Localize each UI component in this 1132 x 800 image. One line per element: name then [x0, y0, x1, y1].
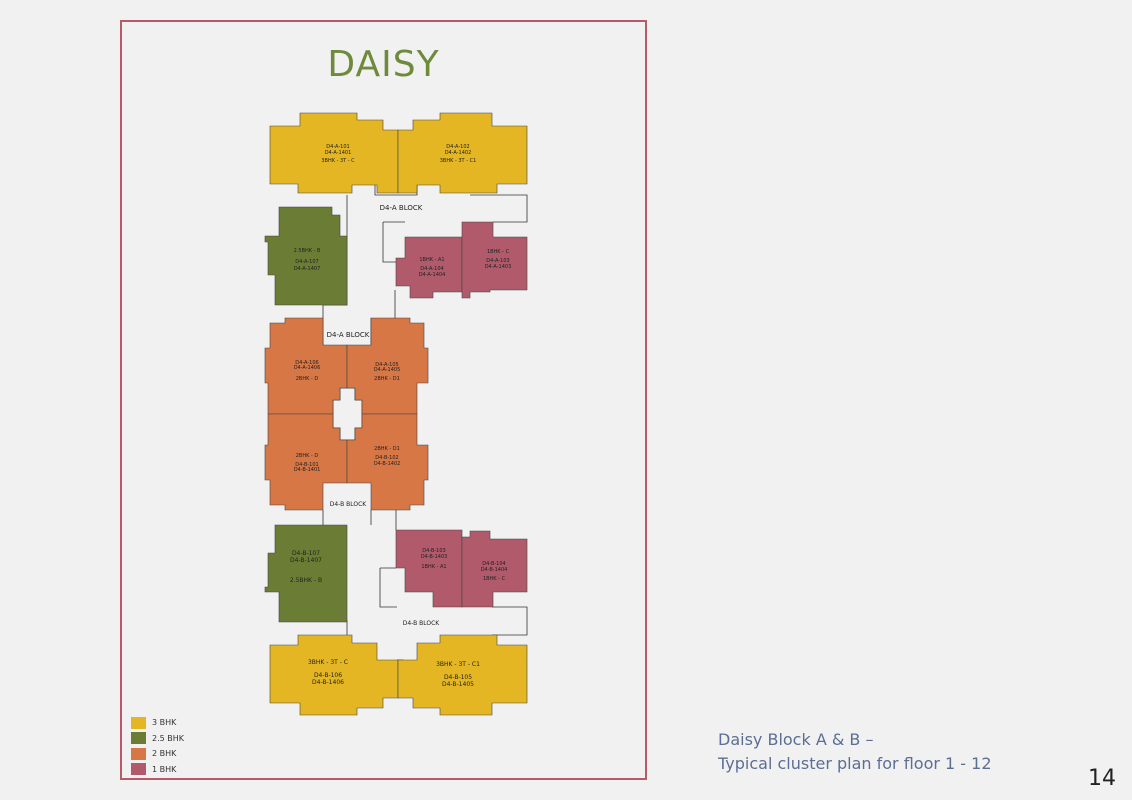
unit-d4-b-106[interactable]: [269, 634, 399, 716]
unit-label-a102: D4-A-102 D4-A-1402 3BHK - 3T - C1: [440, 144, 477, 164]
unit-label-b103: D4-B-103 D4-B-1403 1BHK - A1: [421, 548, 448, 570]
block-label-b-mid: D4-B BLOCK: [330, 501, 368, 508]
legend-item-3bhk: 3 BHK: [131, 715, 184, 731]
svg-text:3BHK - 3T - C: 3BHK - 3T - C: [308, 659, 348, 666]
svg-text:D4-A-1402: D4-A-1402: [445, 150, 472, 156]
svg-text:D4-A-101: D4-A-101: [326, 144, 349, 150]
block-label-a-mid: D4-A BLOCK: [327, 331, 370, 339]
svg-text:1BHK - A1: 1BHK - A1: [421, 564, 446, 570]
svg-text:D4-A-1404: D4-A-1404: [419, 272, 446, 278]
svg-text:2BHK - D: 2BHK - D: [296, 453, 319, 459]
plan-title: DAISY: [327, 44, 440, 85]
unit-label-b107: D4-B-107 D4-B-1407 2.5BHK - B: [290, 550, 322, 584]
svg-text:D4-A-104: D4-A-104: [420, 266, 443, 272]
unit-label-b102: 2BHK - D1 D4-B-102 D4-B-1402: [374, 446, 401, 467]
svg-text:1BHK - C: 1BHK - C: [487, 249, 510, 255]
svg-text:D4-A-1401: D4-A-1401: [325, 150, 352, 156]
unit-d4-a-103[interactable]: [461, 221, 528, 299]
unit-d4-a-102[interactable]: [397, 112, 528, 194]
unit-d4-b-105[interactable]: [397, 634, 528, 716]
legend-swatch: [131, 763, 146, 776]
svg-text:2.5BHK - B: 2.5BHK - B: [294, 248, 321, 254]
unit-label-a107: 2.5BHK - B D4-A-107 D4-A-1407: [294, 248, 321, 272]
legend-item-2-5bhk: 2.5 BHK: [131, 731, 184, 747]
svg-text:3BHK - 3T - C: 3BHK - 3T - C: [321, 158, 355, 164]
unit-label-b105: 3BHK - 3T - C1 D4-B-105 D4-B-1405: [436, 661, 480, 688]
unit-label-a103: 1BHK - C D4-A-103 D4-A-1403: [485, 249, 512, 270]
unit-label-a105: D4-A-105 D4-A-1405 2BHK - D1: [374, 362, 401, 382]
svg-text:2BHK - D1: 2BHK - D1: [374, 446, 400, 452]
svg-text:D4-B-104: D4-B-104: [482, 561, 505, 567]
svg-text:D4-B-107: D4-B-107: [292, 550, 320, 557]
svg-text:D4-B-1401: D4-B-1401: [294, 467, 321, 473]
svg-text:2.5BHK - B: 2.5BHK - B: [290, 577, 322, 584]
unit-label-a106: D4-A-106 D4-A-1406 2BHK - D: [294, 360, 321, 382]
svg-text:D4-A-1407: D4-A-1407: [294, 266, 321, 272]
unit-label-a101: D4-A-101 D4-A-1401 3BHK - 3T - C: [321, 144, 355, 164]
legend-item-1bhk: 1 BHK: [131, 762, 184, 778]
unit-d4-b-102[interactable]: [346, 413, 429, 511]
svg-text:D4-B-1402: D4-B-1402: [374, 461, 401, 467]
caption: Daisy Block A & B – Typical cluster plan…: [718, 728, 992, 776]
legend: 3 BHK 2.5 BHK 2 BHK 1 BHK: [131, 715, 184, 777]
svg-text:3BHK - 3T - C1: 3BHK - 3T - C1: [436, 661, 480, 668]
svg-text:D4-A-106: D4-A-106: [295, 360, 318, 366]
svg-text:D4-B-105: D4-B-105: [444, 674, 472, 681]
svg-text:2BHK - D: 2BHK - D: [296, 376, 319, 382]
block-label-a-top: D4-A BLOCK: [380, 204, 423, 212]
caption-line-1: Daisy Block A & B –: [718, 730, 874, 749]
unit-d4-a-106[interactable]: [264, 317, 348, 415]
legend-swatch: [131, 747, 146, 760]
svg-text:D4-B-1404: D4-B-1404: [481, 567, 508, 573]
svg-text:D4-B-1405: D4-B-1405: [442, 681, 474, 688]
page-number: 14: [1088, 766, 1116, 791]
legend-swatch: [131, 732, 146, 745]
svg-text:D4-A-1405: D4-A-1405: [374, 367, 401, 373]
svg-text:D4-A-103: D4-A-103: [486, 258, 509, 264]
legend-item-2bhk: 2 BHK: [131, 746, 184, 762]
unit-label-a104: 1BHK - A1 D4-A-104 D4-A-1404: [419, 257, 446, 278]
svg-text:D4-A-1403: D4-A-1403: [485, 264, 512, 270]
svg-text:D4-B-1406: D4-B-1406: [312, 679, 344, 686]
unit-label-b101: 2BHK - D D4-B-101 D4-B-1401: [294, 453, 321, 473]
svg-text:3BHK - 3T - C1: 3BHK - 3T - C1: [440, 158, 477, 164]
unit-d4-a-107[interactable]: [264, 206, 348, 306]
legend-swatch: [131, 716, 146, 729]
svg-text:D4-B-101: D4-B-101: [295, 462, 318, 468]
svg-text:D4-A-105: D4-A-105: [375, 362, 398, 368]
svg-text:D4-A-1406: D4-A-1406: [294, 365, 321, 371]
plan-frame: [120, 20, 647, 780]
svg-text:D4-A-102: D4-A-102: [446, 144, 469, 150]
unit-d4-b-107[interactable]: [264, 524, 348, 623]
svg-text:D4-B-103: D4-B-103: [422, 548, 445, 554]
unit-label-b104: D4-B-104 D4-B-1404 1BHK - C: [481, 561, 508, 582]
unit-d4-b-101[interactable]: [264, 413, 348, 511]
caption-line-2: Typical cluster plan for floor 1 - 12: [718, 754, 992, 773]
unit-d4-b-104[interactable]: [461, 530, 528, 608]
svg-text:2BHK - D1: 2BHK - D1: [374, 376, 400, 382]
svg-text:D4-B-106: D4-B-106: [314, 672, 342, 679]
svg-text:D4-B-1403: D4-B-1403: [421, 554, 448, 560]
svg-text:D4-A-107: D4-A-107: [295, 259, 318, 265]
svg-text:D4-B-1407: D4-B-1407: [290, 557, 322, 564]
svg-text:D4-B-102: D4-B-102: [375, 455, 398, 461]
svg-text:1BHK - A1: 1BHK - A1: [419, 257, 444, 263]
unit-label-b106: 3BHK - 3T - C D4-B-106 D4-B-1406: [308, 659, 348, 686]
block-label-b-bottom: D4-B BLOCK: [403, 620, 441, 627]
svg-text:1BHK - C: 1BHK - C: [483, 576, 506, 582]
